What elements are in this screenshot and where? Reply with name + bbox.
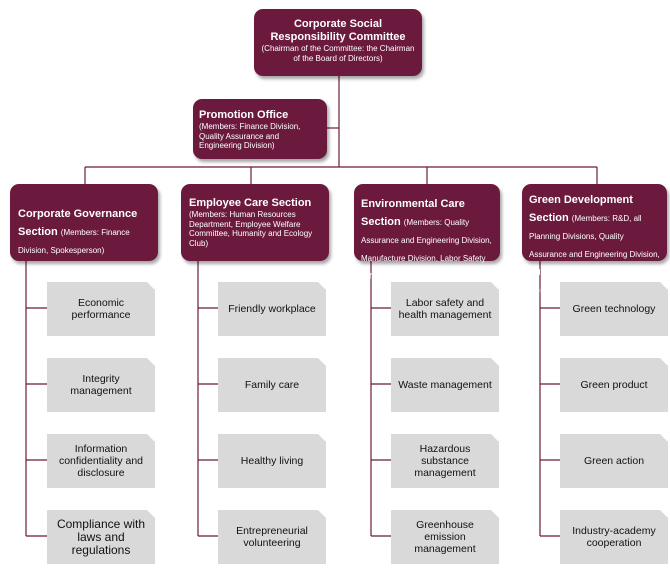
item-entrepreneurial-volunteering: Entrepreneurial volunteering xyxy=(218,510,326,564)
item-friendly-workplace: Friendly workplace xyxy=(218,282,326,336)
section-title: Environmental Care Section xyxy=(361,198,465,228)
section-members: (Members: Finance Division, Spokesperson… xyxy=(18,228,130,255)
section-title: Corporate Governance Section xyxy=(18,208,138,238)
item-hazardous-substance: Hazardous substance management xyxy=(391,434,499,488)
item-compliance: Compliance with laws and regulations xyxy=(47,510,155,564)
section-environmental: Environmental Care Section (Members: Qua… xyxy=(354,184,500,281)
item-healthy-living: Healthy living xyxy=(218,434,326,488)
section-governance: Corporate Governance Section (Members: F… xyxy=(10,184,158,261)
item-green-product: Green product xyxy=(560,358,668,412)
section-title: Green Development Section xyxy=(529,194,633,224)
item-green-action: Green action xyxy=(560,434,668,488)
promotion-subtitle: (Members: Finance Division, Quality Assu… xyxy=(199,122,301,150)
section-members: (Members: Quality Assurance and Engineer… xyxy=(361,218,492,281)
item-greenhouse-emission: Greenhouse emission management xyxy=(391,510,499,564)
item-economic-performance: Economic performance xyxy=(47,282,155,336)
item-information-disclosure: Information confidentiality and disclosu… xyxy=(47,434,155,488)
item-green-technology: Green technology xyxy=(560,282,668,336)
section-green: Green Development Section (Members: R&D,… xyxy=(522,184,667,295)
section-members: (Members: Human Resources Department, Em… xyxy=(189,210,313,248)
committee-box: Corporate Social Responsibility Committe… xyxy=(254,9,422,76)
section-employee: Employee Care Section (Members: Human Re… xyxy=(181,184,329,261)
item-waste-management: Waste management xyxy=(391,358,499,412)
item-labor-safety: Labor safety and health management xyxy=(391,282,499,336)
item-industry-academy: Industry-academy cooperation xyxy=(560,510,668,564)
section-title: Employee Care Section xyxy=(189,197,312,209)
item-integrity-management: Integrity management xyxy=(47,358,155,412)
committee-subtitle: (Chairman of the Committee: the Chairman… xyxy=(261,44,415,63)
item-family-care: Family care xyxy=(218,358,326,412)
promotion-title: Promotion Office xyxy=(199,109,289,121)
committee-title: Corporate Social Responsibility Committe… xyxy=(270,18,406,43)
promotion-office-box: Promotion Office (Members: Finance Divis… xyxy=(193,99,327,159)
